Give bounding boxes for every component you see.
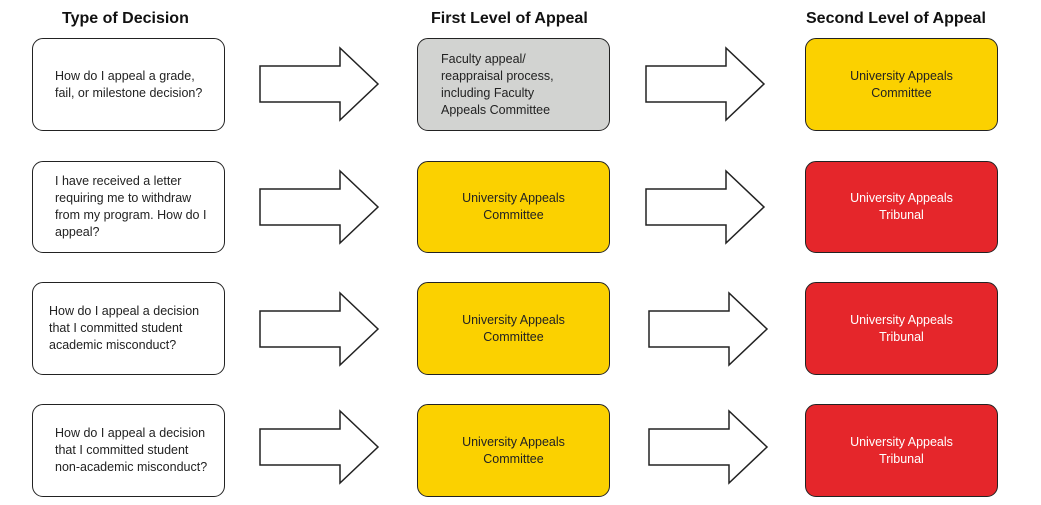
second-level-text: University Appeals Tribunal [850, 434, 953, 466]
header-second-level-of-appeal: Second Level of Appeal [806, 10, 986, 27]
header-type-of-decision: Type of Decision [62, 10, 189, 27]
arrow-right-icon [647, 291, 769, 367]
first-level-box: University Appeals Committee [417, 282, 610, 375]
question-text: How do I appeal a decision that I commit… [49, 304, 200, 352]
question-text: How do I appeal a decision that I commit… [55, 426, 208, 474]
arrow-right-icon [258, 46, 380, 122]
arrow-right-icon [258, 169, 380, 245]
second-level-box: University Appeals Tribunal [805, 404, 998, 497]
question-box-non-academic-misconduct: How do I appeal a decision that I commit… [32, 404, 225, 497]
first-level-text: University Appeals Committee [462, 434, 565, 466]
question-text: I have received a letter requiring me to… [55, 174, 207, 239]
second-level-box: University Appeals Committee [805, 38, 998, 131]
second-level-text: University Appeals Tribunal [850, 191, 953, 222]
question-box-withdrawal-appeal: I have received a letter requiring me to… [32, 161, 225, 253]
first-level-text: University Appeals Committee [462, 312, 565, 344]
first-level-box: University Appeals Committee [417, 161, 610, 253]
arrow-right-icon [258, 409, 380, 485]
question-box-grade-appeal: How do I appeal a grade, fail, or milest… [32, 38, 225, 131]
second-level-box: University Appeals Tribunal [805, 282, 998, 375]
first-level-text: University Appeals Committee [462, 191, 565, 222]
question-box-academic-misconduct: How do I appeal a decision that I commit… [32, 282, 225, 375]
first-level-text: Faculty appeal/ reappraisal process, inc… [441, 51, 554, 117]
second-level-text: University Appeals Tribunal [850, 312, 953, 344]
first-level-box-faculty-appeal: Faculty appeal/ reappraisal process, inc… [417, 38, 610, 131]
arrow-right-icon [644, 46, 766, 122]
arrow-right-icon [644, 169, 766, 245]
question-text: How do I appeal a grade, fail, or milest… [55, 68, 203, 100]
header-first-level-of-appeal: First Level of Appeal [431, 10, 588, 27]
second-level-text: University Appeals Committee [850, 68, 953, 100]
second-level-box: University Appeals Tribunal [805, 161, 998, 253]
arrow-right-icon [647, 409, 769, 485]
first-level-box: University Appeals Committee [417, 404, 610, 497]
arrow-right-icon [258, 291, 380, 367]
